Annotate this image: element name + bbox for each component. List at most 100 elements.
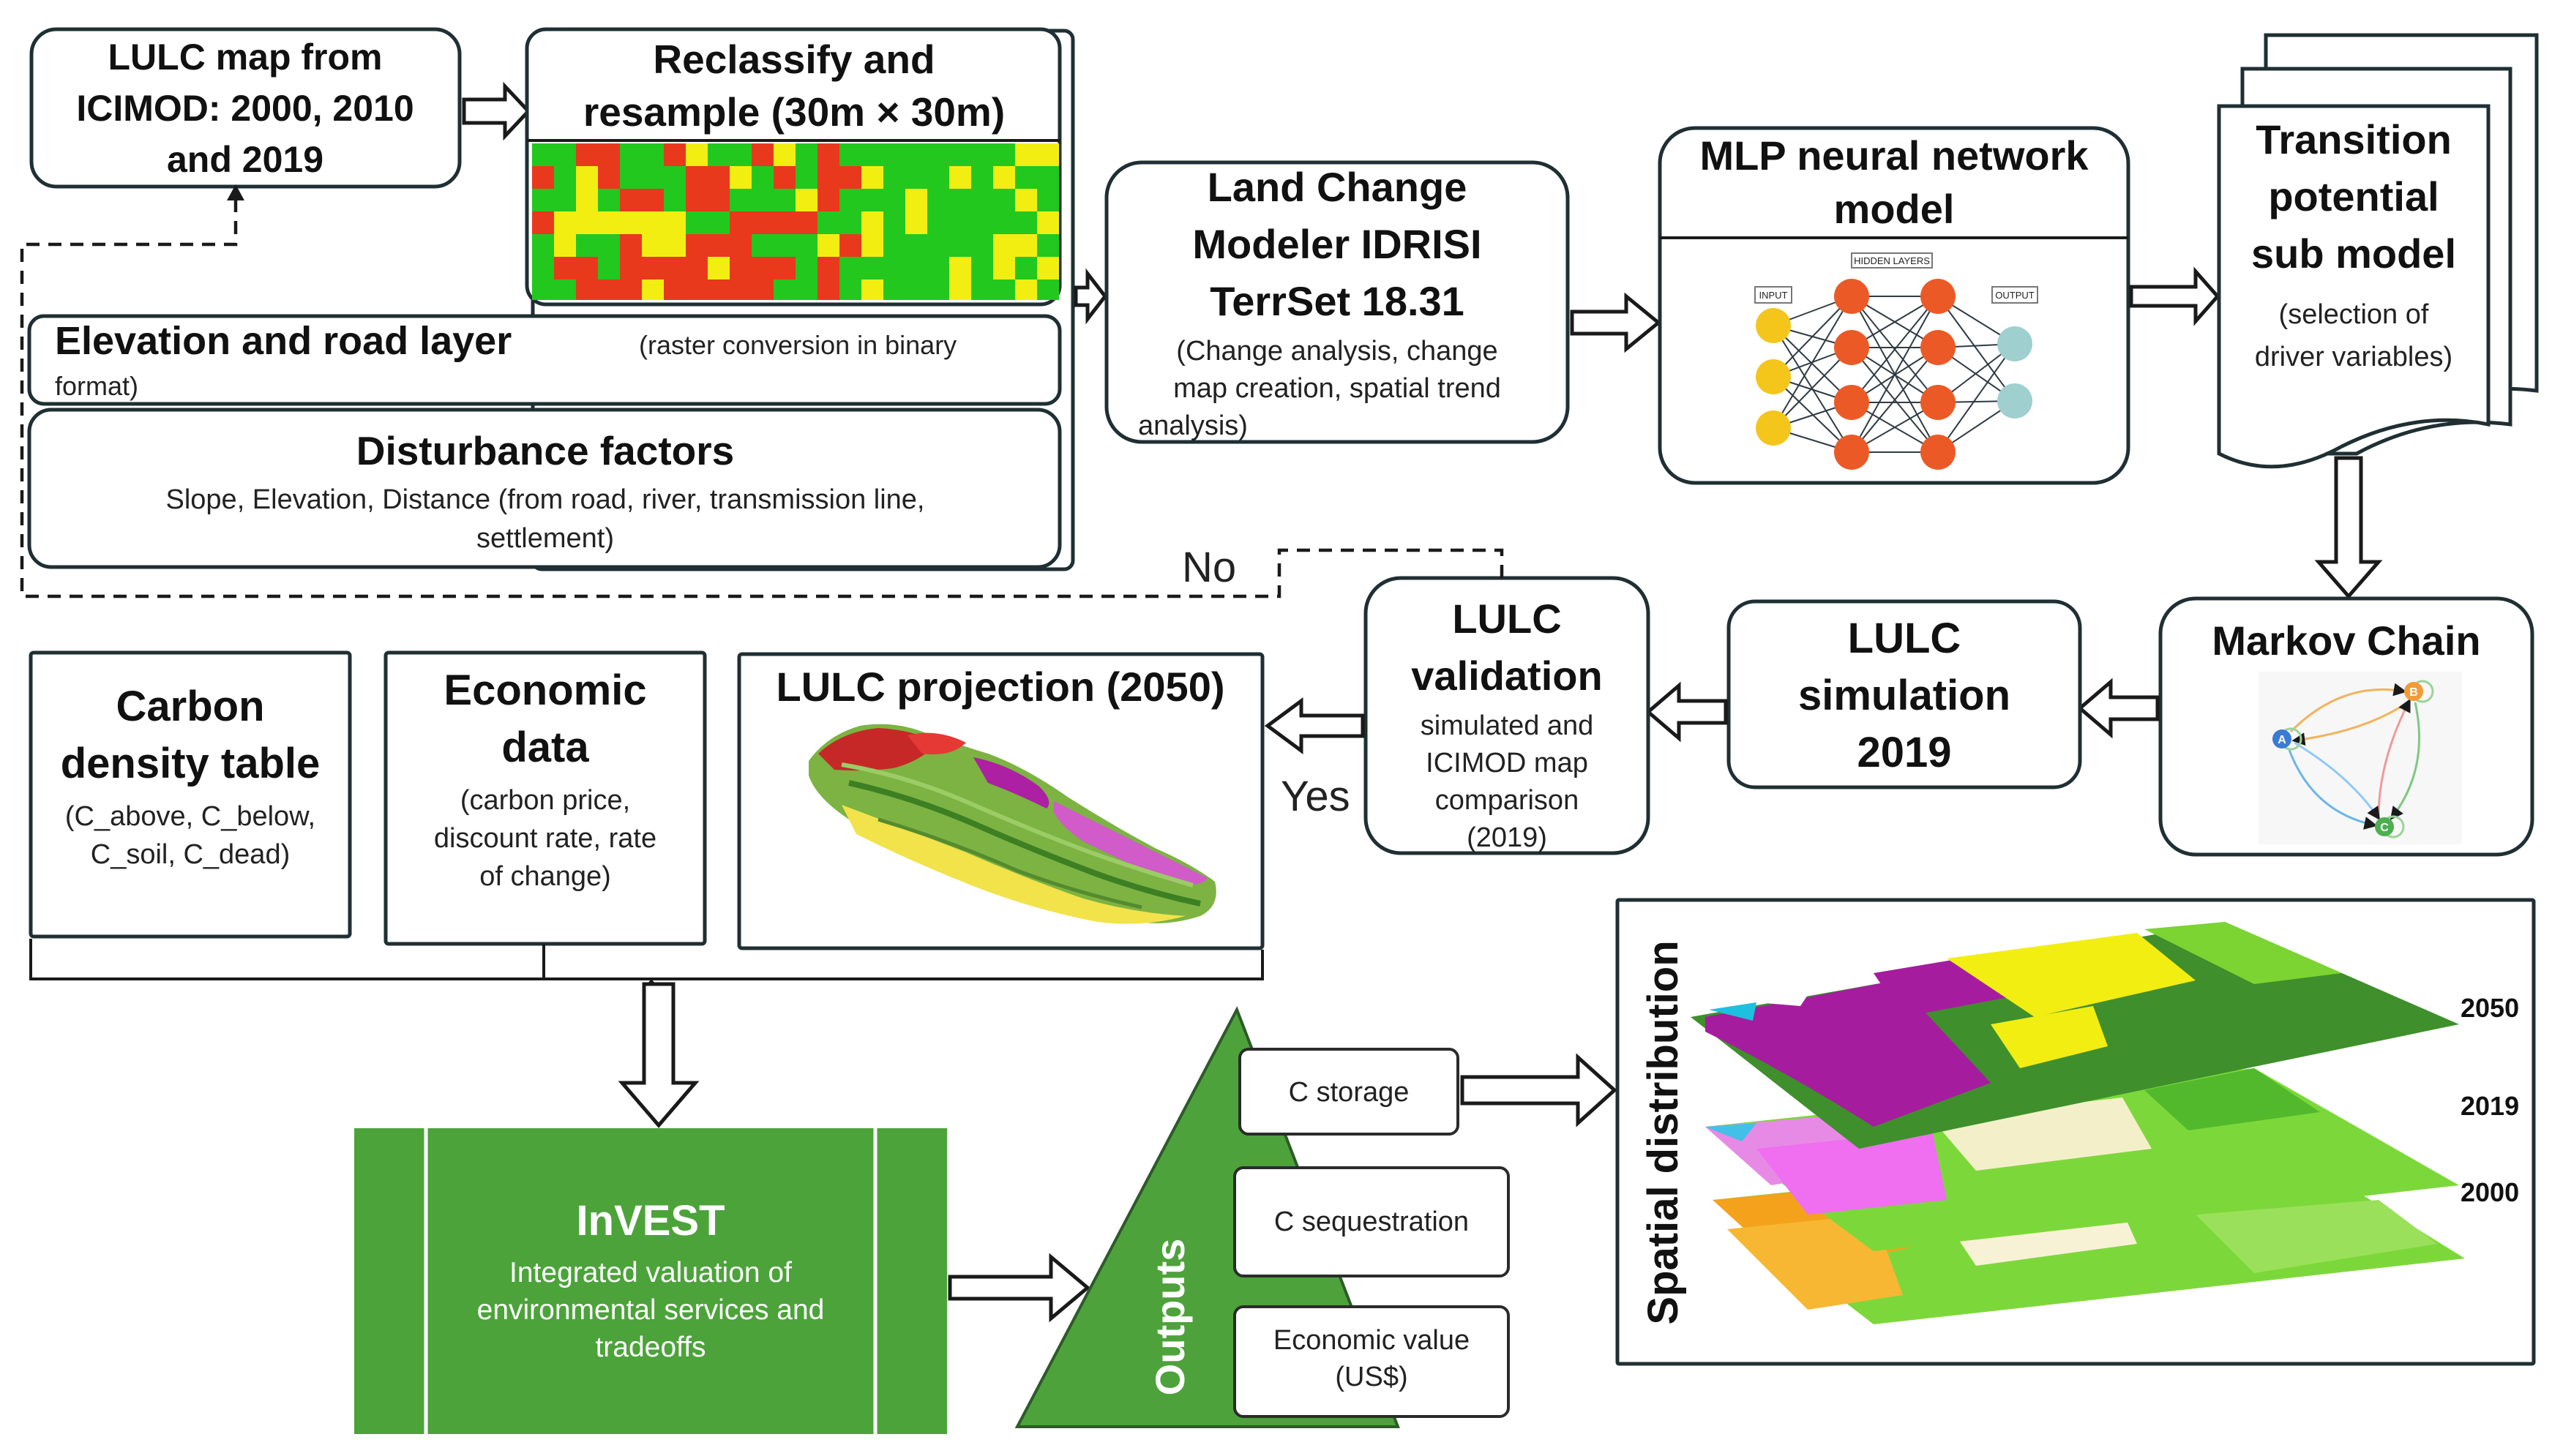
validation-note-3: comparison (1435, 785, 1579, 816)
raster-cell (708, 257, 730, 280)
raster-cell (905, 234, 928, 258)
raster-cell (861, 279, 884, 300)
raster-cell (752, 143, 774, 167)
spatial-title: Spatial distribution (1639, 940, 1687, 1324)
nn-connection (1851, 296, 1939, 453)
raster-cell (576, 234, 599, 258)
raster-cell (861, 143, 884, 167)
raster-cell (730, 257, 752, 280)
economic-title-2: data (501, 724, 589, 771)
raster-cell (796, 234, 818, 258)
raster-cell (949, 234, 972, 258)
raster-cell (971, 143, 994, 167)
raster-cell (774, 279, 796, 300)
disturbance-line-2: settlement) (476, 523, 614, 554)
lulc-simulation-box: LULC simulation 2019 (1726, 599, 2082, 789)
raster-cell (927, 257, 950, 280)
raster-cell (905, 257, 928, 280)
projection-title: LULC projection (2050) (777, 664, 1225, 710)
raster-cell (796, 143, 818, 167)
nn-output-node (1997, 326, 2032, 361)
arrow-mlp-to-transition (2129, 266, 2220, 326)
transition-title-3: sub model (2251, 230, 2456, 277)
arrow-simulation-to-validation (1645, 681, 1728, 743)
raster-cell (730, 166, 752, 189)
raster-cell (796, 166, 818, 189)
raster-cell (686, 257, 708, 280)
raster-cell (532, 166, 555, 189)
output-c-storage: C storage (1238, 1048, 1459, 1136)
raster-cell (554, 257, 577, 280)
raster-cell (796, 211, 818, 235)
markov-state (2404, 682, 2423, 701)
raster-cell (686, 211, 708, 235)
nn-hidden-node (1834, 385, 1869, 420)
simulation-line-3: 2019 (1857, 729, 1951, 776)
raster-cell (532, 189, 555, 212)
raster-cell (927, 166, 950, 189)
no-feedback-arrowhead (227, 184, 244, 200)
raster-cell (1015, 234, 1038, 258)
raster-cell (752, 257, 774, 280)
raster-cell (971, 189, 994, 212)
output-c-storage-label: C storage (1289, 1077, 1410, 1108)
raster-cell (839, 257, 862, 280)
raster-cell (598, 211, 621, 235)
spatial-year-2000: 2000 (2461, 1177, 2519, 1207)
raster-cell (664, 166, 686, 189)
land-change-note-3: analysis) (1138, 410, 1248, 441)
raster-cell (532, 279, 555, 300)
raster-cell (686, 234, 708, 258)
validation-note-1: simulated and (1421, 710, 1594, 741)
raster-cell (664, 211, 686, 235)
raster-cell (598, 166, 621, 189)
raster-cell (708, 279, 730, 300)
no-feedback-loop-line (20, 192, 1504, 598)
carbon-density-note-1: (C_above, C_below, (65, 801, 315, 832)
raster-cell (576, 257, 599, 280)
raster-cell (905, 211, 928, 235)
raster-cell (861, 166, 884, 189)
raster-cell (554, 211, 577, 235)
nn-connection (1851, 347, 1939, 453)
lulc-validation-box: LULC validation simulated and ICIMOD map… (1363, 576, 1650, 855)
raster-cell (708, 234, 730, 258)
markov-transition (2291, 701, 2409, 746)
nn-input-node (1756, 308, 1791, 343)
simulation-line-1: LULC (1848, 615, 1961, 662)
raster-cell (817, 279, 840, 300)
nn-input-label: INPUT (1759, 290, 1788, 301)
raster-cell (861, 257, 884, 280)
mlp-model-box: MLP neural network model INPUT HIDDEN LA… (1658, 126, 2130, 485)
output-c-sequestration-label: C sequestration (1274, 1207, 1469, 1237)
raster-cell (971, 257, 994, 280)
raster-cell (532, 234, 555, 258)
nepal-projection-map (809, 724, 1216, 924)
nn-hidden-node (1920, 435, 1956, 470)
nn-hidden-node (1920, 330, 1956, 365)
raster-cell (817, 143, 840, 167)
elevation-road-box: Elevation and road layer (raster convers… (27, 314, 1062, 406)
raster-cell (752, 166, 774, 189)
invest-title: InVEST (576, 1197, 725, 1245)
raster-cell (554, 143, 577, 167)
raster-cell (927, 279, 950, 300)
output-economic-value: Economic value (US$) (1233, 1305, 1510, 1418)
nn-input-node (1756, 410, 1791, 446)
output-economic-value-line-2: (US$) (1335, 1362, 1407, 1392)
carbon-density-note-2: C_soil, C_dead) (91, 839, 290, 870)
raster-cell (532, 143, 555, 167)
land-change-title-2: Modeler IDRISI (1192, 221, 1481, 267)
raster-cell (598, 189, 621, 212)
reclassify-line-1: Reclassify and (653, 37, 935, 82)
raster-cell (774, 211, 796, 235)
nn-output-label: OUTPUT (1995, 290, 2035, 301)
raster-cell (839, 143, 862, 167)
raster-cell (1037, 234, 1059, 258)
raster-cell (752, 189, 774, 212)
nn-hidden-node (1834, 435, 1869, 470)
nn-connection (1773, 347, 1852, 429)
raster-cell (971, 279, 994, 300)
nn-input-node (1756, 359, 1791, 394)
raster-cell (1037, 166, 1059, 189)
